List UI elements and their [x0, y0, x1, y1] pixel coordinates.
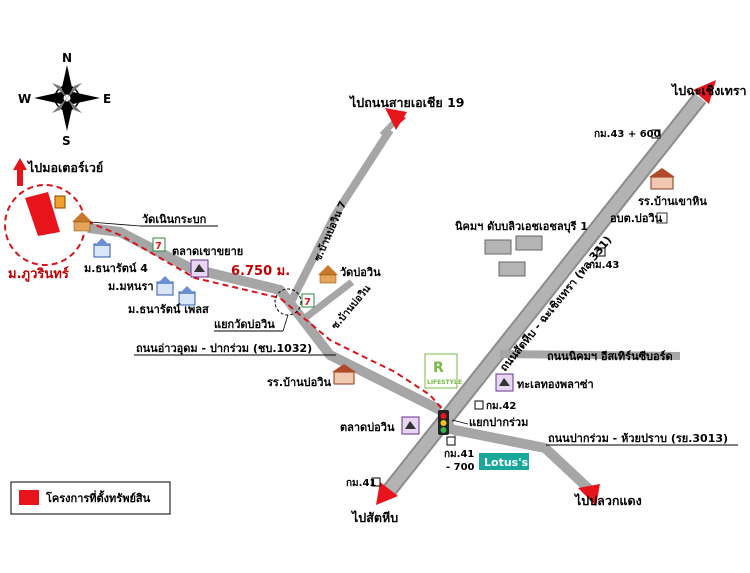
dest-sattahip: ไปสัตหีบ: [350, 510, 398, 525]
arrow-pluak-daeng-icon: [578, 484, 600, 506]
label-soi-bo-win-7: ซ.บ้านบ่อวิน 7: [312, 199, 349, 263]
legend: โครงการที่ตั้งทรัพย์สิน: [10, 481, 171, 515]
compass-rose: N S W E: [18, 51, 111, 148]
project-sign-icon: [54, 195, 66, 209]
project-plot: [25, 192, 60, 236]
label-obt: อบต.บ่อวิน: [610, 212, 663, 225]
arrow-motorway-icon: [13, 158, 27, 186]
temple-icon: [72, 212, 92, 232]
dest-motorway: ไปมอเตอร์เวย์: [26, 160, 103, 175]
seven-eleven-icon: 7: [152, 237, 166, 252]
label-wat-hin-krabok: วัดเนินกระบก: [142, 213, 207, 226]
housing-icon-thanarat4: [93, 238, 111, 258]
label-school-khao-hin: รร.บ้านเขาหิน: [638, 195, 707, 208]
dest-pluak-daeng: ไปปลวกแดง: [573, 493, 642, 508]
label-school-bo-win: รร.บ้านบ่อวิน: [267, 376, 331, 389]
label-wat-bo-win: วัดบ่อวิน: [340, 266, 381, 279]
label-km43: กม.43: [589, 260, 619, 271]
label-talat-khao-khayai: ตลาดเขาขยาย: [172, 245, 243, 258]
legend-label: โครงการที่ตั้งทรัพย์สิน: [45, 490, 151, 505]
compass-n: N: [62, 51, 72, 65]
label-distance: 6.750 ม.: [231, 264, 290, 279]
compass-w: W: [18, 92, 31, 106]
svg-text:7: 7: [304, 297, 311, 308]
project-area: ม.ภูวรินทร์: [4, 184, 86, 282]
traffic-light-icon: [438, 410, 449, 435]
road-industrial: [499, 350, 681, 360]
label-mahanakhon: ม.มหนรา: [108, 280, 154, 293]
compass-s: S: [62, 134, 71, 148]
road-nong-ao-udom: [87, 223, 443, 415]
label-soi-bo-win: ซ.บ้านบ่อวิน: [329, 283, 373, 332]
dest-soi19: ไปถนนสายเอเชีย 19: [348, 95, 464, 110]
compass-e: E: [103, 92, 111, 106]
factory-icons: [484, 235, 543, 277]
road-pak-ruam-huai-prap: [444, 423, 594, 494]
legend-swatch: [19, 490, 39, 505]
svg-text:7: 7: [155, 241, 162, 252]
label-nong-ao-udom: ถนนอ่าวอุดม - ปากร่วม (ชบ.1032): [136, 342, 312, 356]
dest-chachoengsao: ไปฉะเชิงเทรา: [670, 83, 747, 98]
lotus-store-icon: Lotus's: [479, 453, 529, 470]
plaza-icon: [495, 373, 514, 392]
road-soi-bo-win-7: [288, 127, 394, 302]
temple-bo-win-icon: [318, 265, 338, 284]
label-km43-600: กม.43 + 600: [594, 129, 661, 140]
market-icon: [190, 259, 209, 278]
label-km41-700-b: - 700: [446, 462, 475, 473]
arrow-chachoengsao-icon: [693, 80, 716, 104]
project-label: ม.ภูวรินทร์: [8, 266, 69, 282]
seven-eleven-2-icon: 7: [301, 293, 315, 308]
label-pak-ruam-huai-prap: ถนนปากร่วม - ห้วยปราบ (รย.3013): [548, 432, 728, 445]
label-industrial-road: ถนนนิคมฯ อีสเทิร์นซีบอร์ด: [547, 350, 673, 363]
label-plaza: ทะเลทองพลาซ่า: [517, 378, 594, 391]
compass-icon: [61, 65, 73, 98]
label-thanarat-place: ม.ธนารัตน์ เพลส: [128, 303, 209, 316]
road-soi-bo-win: [302, 279, 355, 321]
arrow-sattahip-icon: [376, 482, 398, 505]
landmark-icons: 7 7: [72, 129, 675, 487]
lifestyle-mall-icon: R LIFESTYLE: [424, 353, 462, 389]
label-thanarat-4: ม.ธนารัตน์ 4: [84, 262, 148, 275]
label-km41-700-a: กม.41: [444, 449, 474, 460]
label-km41: กม.41: [346, 478, 376, 489]
route-path: [77, 217, 444, 411]
svg-text:Lotus's: Lotus's: [484, 456, 529, 469]
label-yaek-bo-win: แยกวัดบ่อวิน: [214, 318, 275, 331]
school-bo-win-icon: [332, 364, 356, 385]
housing-icon-mahanakhon: [156, 276, 174, 296]
km-marker-icons: [371, 129, 661, 487]
direction-arrows: [13, 80, 716, 506]
housing-icon-thanarat-place: [178, 286, 196, 306]
svg-text:LIFESTYLE: LIFESTYLE: [427, 379, 462, 386]
label-talat-bo-win: ตลาดบ่อวิน: [340, 421, 395, 434]
label-yaek-pak-ruam: แยกปากร่วม: [469, 416, 528, 429]
market-bo-win-icon: [401, 416, 420, 435]
school-khao-hin-icon: [649, 168, 675, 190]
map-labels: ไปมอเตอร์เวย์ ไปถนนสายเอเชีย 19 ไปฉะเชิง…: [26, 83, 747, 525]
svg-text:R: R: [433, 360, 444, 376]
label-km42: กม.42: [486, 401, 516, 412]
obt-office-icon: [656, 212, 668, 224]
label-estate: นิคมฯ ดับบลิวเอชเอชลบุรี 1: [455, 220, 588, 234]
